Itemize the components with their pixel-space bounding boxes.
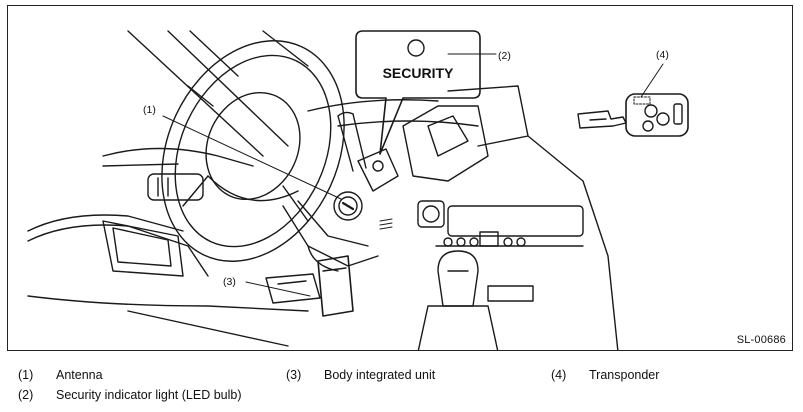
diagram-frame: SECURITY (1) (2) (3) (4) SL-00686	[7, 5, 793, 351]
dashboard-outline	[27, 99, 479, 347]
callout-4: (4)	[656, 49, 669, 61]
legend-text: Antenna	[56, 368, 103, 382]
legend-item-security-indicator: (2) Security indicator light (LED bulb)	[18, 388, 242, 402]
legend-number: (4)	[551, 368, 567, 382]
callout-1: (1)	[143, 104, 156, 116]
steering-column	[282, 200, 379, 272]
body-integrated-unit	[265, 255, 354, 317]
legend-number: (3)	[286, 368, 302, 382]
windshield-pillar	[127, 30, 309, 157]
legend-number: (2)	[18, 388, 34, 402]
steering-wheel	[161, 40, 345, 262]
legend-item-body-integrated-unit: (3) Body integrated unit	[286, 368, 435, 382]
figure-code: SL-00686	[736, 334, 786, 346]
shift-lever	[417, 250, 534, 350]
legend-item-transponder: (4) Transponder	[551, 368, 659, 382]
wiper-stalk	[337, 111, 367, 172]
security-callout-bubble	[355, 30, 481, 155]
legend-number: (1)	[18, 368, 34, 382]
legend-item-antenna: (1) Antenna	[18, 368, 103, 382]
legend-text: Transponder	[589, 368, 660, 382]
ignition-antenna	[333, 191, 363, 221]
legend-text: Body integrated unit	[324, 368, 436, 382]
transponder-key	[577, 93, 689, 137]
callout-3: (3)	[223, 276, 236, 288]
security-label: SECURITY	[383, 65, 454, 81]
legend-text: Security indicator light (LED bulb)	[56, 388, 242, 402]
callout-2: (2)	[498, 50, 511, 62]
leader-lines	[162, 53, 664, 297]
lower-left-panel	[102, 220, 184, 277]
center-console	[402, 85, 619, 350]
center-vent-slots	[379, 218, 393, 230]
dashboard-illustration: SECURITY (1) (2) (3) (4)	[27, 30, 689, 350]
security-led-mount	[357, 148, 399, 192]
